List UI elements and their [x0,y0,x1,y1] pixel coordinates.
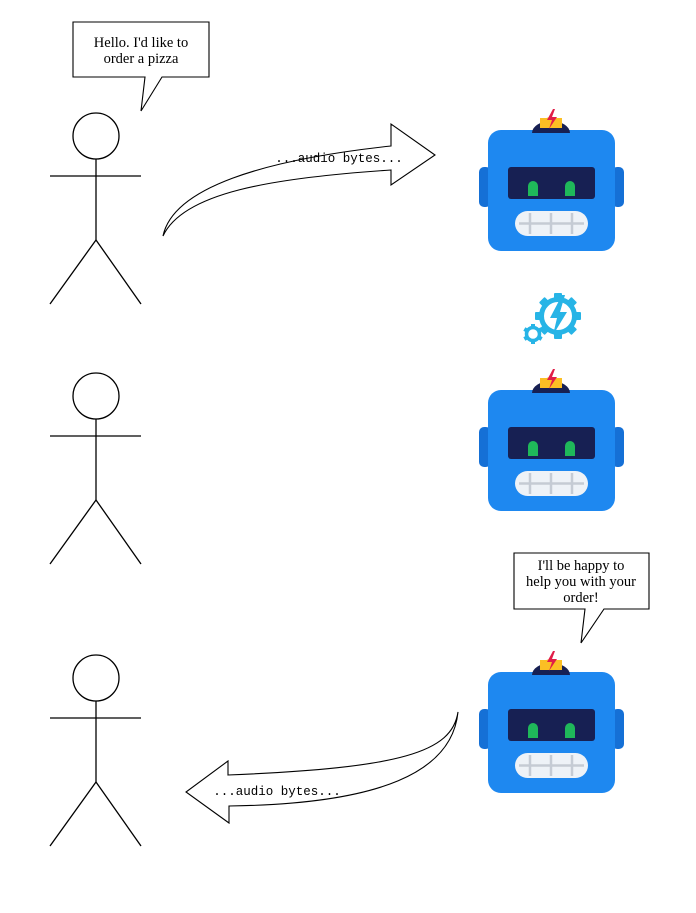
robot-icon [477,649,626,795]
audio-bytes-label-top: ...audio bytes... [275,152,403,166]
audio-bytes-label-bottom: ...audio bytes... [213,785,341,799]
robot-icon [477,367,626,513]
robot-speech-bubble: I'll be happy to help you with your orde… [513,552,650,644]
user-stick-figure-top [49,112,142,305]
robot-top [477,107,626,253]
stick-figure-icon [49,372,142,565]
gear-bolt-icon [523,293,581,344]
robot-speech-line-1: I'll be happy to [538,558,625,574]
user-speech-bubble: Hello. I'd like to order a pizza [72,21,210,112]
user-stick-figure-bottom [49,654,142,847]
robot-icon [477,107,626,253]
user-speech-line-1: Hello. I'd like to [94,35,188,51]
audio-arrow-to-robot: ...audio bytes... [162,122,436,237]
robot-middle [477,367,626,513]
robot-speech-line-3: order! [563,590,598,606]
user-speech-line-2: order a pizza [104,51,179,67]
user-stick-figure-middle [49,372,142,565]
robot-speech-line-2: help you with your [526,574,636,590]
robot-bottom [477,649,626,795]
audio-arrow-to-user: ...audio bytes... [185,711,459,825]
stick-figure-icon [49,112,142,305]
stick-figure-icon [49,654,142,847]
